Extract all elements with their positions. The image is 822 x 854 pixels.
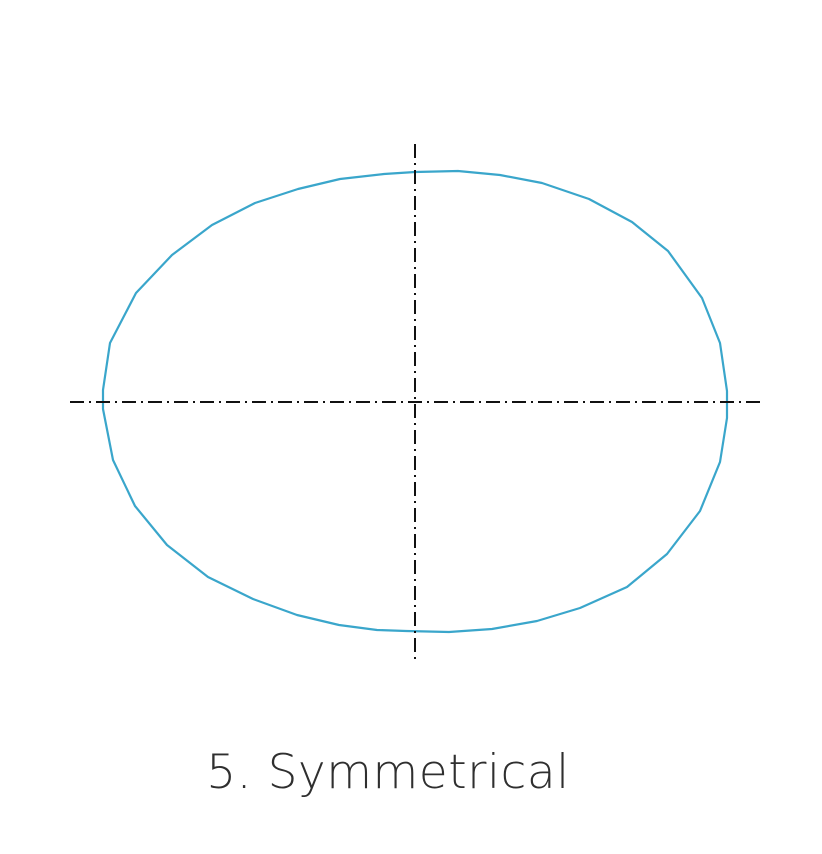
- ellipse-outline: [101, 169, 729, 634]
- figure-caption: 5. Symmetrical: [206, 745, 570, 800]
